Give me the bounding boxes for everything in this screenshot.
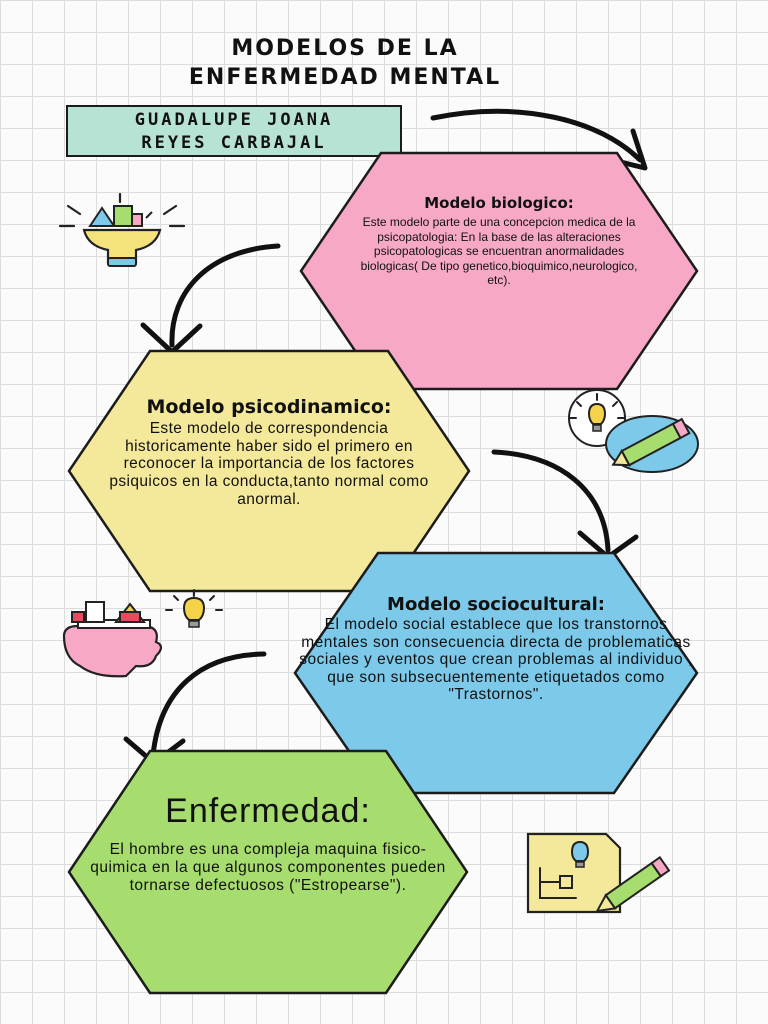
arrow-psicodinamico-to-sociocultural [491, 449, 611, 553]
arrow-sociocultural-to-enfermedad [150, 651, 267, 758]
box-heading: Modelo biologico: [424, 194, 574, 212]
modelo-sociocultural-box: Modelo sociocultural: El modelo social e… [292, 550, 700, 796]
brain-idea-icon [58, 192, 186, 267]
author-line-2: REYES CARBAJAL [141, 133, 327, 153]
box-body: El modelo social establece que los trans… [299, 616, 693, 703]
modelo-psicodinamico-box: Modelo psicodinamico: Este modelo de cor… [66, 348, 472, 594]
title-line-1: MODELOS DE LA [231, 36, 459, 61]
lightbulb-pencil-icon [568, 389, 699, 473]
arrow-biologico-to-psicodinamico [169, 243, 281, 348]
box-body: Este modelo de correspondencia historica… [109, 420, 429, 508]
arrow-title-to-biologico [430, 108, 643, 163]
page-title: MODELOS DE LA ENFERMEDAD MENTAL [0, 34, 690, 92]
enfermedad-box: Enfermedad: El hombre es una compleja ma… [66, 748, 470, 996]
author-box: GUADALUPE JOANA REYES CARBAJAL [66, 105, 402, 157]
box-heading: Modelo psicodinamico: [146, 396, 392, 418]
document-pencil-icon [526, 832, 671, 914]
box-heading: Modelo sociocultural: [387, 594, 605, 615]
box-body: Este modelo parte de una concepcion medi… [360, 215, 638, 288]
modelo-biologico-box: Modelo biologico: Este modelo parte de u… [297, 150, 701, 392]
hexagon-shape [67, 349, 471, 593]
box-heading: Enfermedad: [165, 792, 371, 830]
title-line-2: ENFERMEDAD MENTAL [188, 65, 502, 90]
author-line-1: GUADALUPE JOANA [134, 110, 334, 130]
hexagon-shape [67, 749, 469, 995]
brain-lightbulb-icon [62, 589, 223, 678]
box-body: El hombre es una compleja maquina fisico… [90, 841, 446, 894]
